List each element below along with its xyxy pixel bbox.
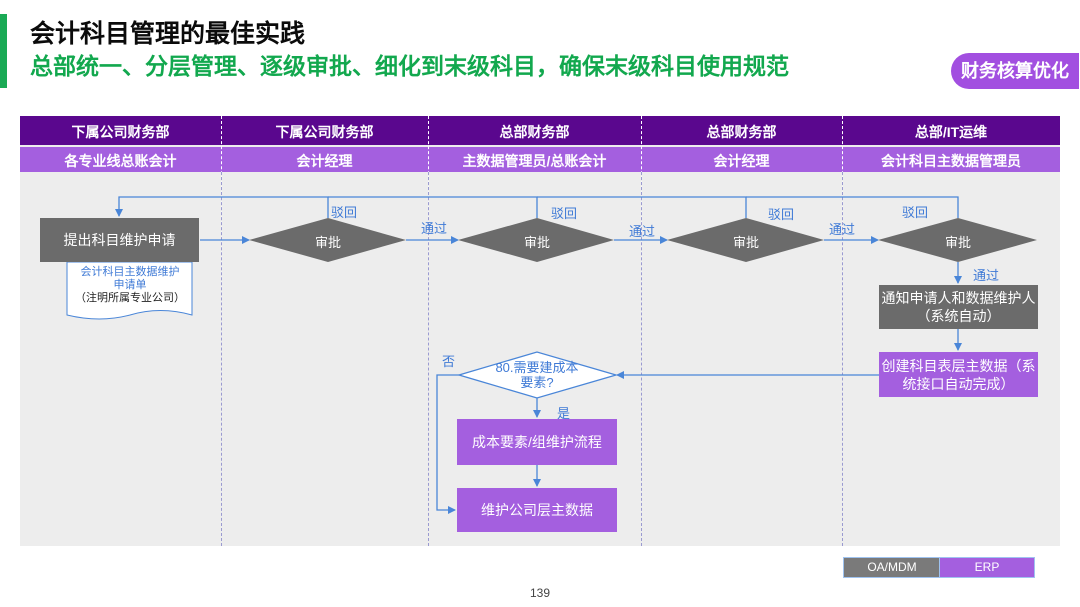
- approval-diamond: [458, 218, 614, 262]
- approve-label-2: 审批: [523, 235, 550, 250]
- reject-label: 驳回: [331, 205, 358, 220]
- doc-note: （注明所属专业公司）: [75, 292, 185, 304]
- approval-diamond: [667, 218, 824, 262]
- lane-1-dept: 下属公司财务部: [71, 124, 170, 140]
- submit-request-box: 提出科目维护申请: [40, 218, 199, 262]
- pass-label: 通过: [629, 224, 656, 239]
- decision-diamond: [456, 351, 619, 399]
- lane-divider: [641, 172, 642, 546]
- lane-divider: [221, 172, 222, 546]
- decision-label: 80.需要建成本要素?: [495, 360, 579, 390]
- category-badge: 财务核算优化: [951, 53, 1079, 89]
- role-header-row: [20, 147, 1060, 172]
- page-title: 会计科目管理的最佳实践: [30, 20, 306, 48]
- lane-2-role: 会计经理: [296, 153, 353, 169]
- approval-diamond: [249, 218, 406, 262]
- approve-label-1: 审批: [314, 235, 341, 250]
- approve-label-3: 审批: [732, 235, 759, 250]
- approval-diamond: [878, 218, 1037, 262]
- lane-5-role: 会计科目主数据管理员: [881, 153, 1021, 169]
- lane-5-dept: 总部/IT运维: [914, 124, 988, 140]
- lane-4-role: 会计经理: [713, 153, 770, 169]
- pass-label: 通过: [829, 222, 856, 237]
- reject-label: 驳回: [768, 207, 795, 222]
- pass-label: 通过: [973, 268, 1000, 283]
- cost-element-flow-box: 成本要素/组维护流程: [457, 419, 617, 465]
- lane-4-dept: 总部财务部: [706, 124, 777, 140]
- reject-label: 驳回: [902, 205, 929, 220]
- pass-label: 通过: [421, 221, 448, 236]
- dept-header-row: [20, 116, 1060, 145]
- lane-2-dept: 下属公司财务部: [275, 124, 374, 140]
- reject-label: 驳回: [551, 206, 578, 221]
- lane-divider: [842, 172, 843, 546]
- document-shape: [66, 261, 193, 320]
- lane-3-dept: 总部财务部: [499, 124, 570, 140]
- legend-oa-mdm: OA/MDM: [843, 557, 941, 578]
- lane-3-role: 主数据管理员/总账会计: [462, 153, 607, 169]
- doc-title-line2: 申请单: [113, 279, 147, 291]
- no-label: 否: [442, 354, 456, 369]
- page-number: 139: [529, 586, 551, 600]
- lane-1-role: 各专业线总账会计: [64, 153, 177, 169]
- maintain-company-data-box: 维护公司层主数据: [457, 488, 617, 532]
- title-accent-bar: [0, 14, 7, 88]
- swimlane-panel: [20, 116, 1060, 546]
- create-master-data-box: 创建科目表层主数据（系统接口自动完成）: [879, 352, 1038, 397]
- notify-box: 通知申请人和数据维护人（系统自动）: [879, 285, 1038, 329]
- legend-erp: ERP: [939, 557, 1035, 578]
- yes-label: 是: [557, 406, 571, 421]
- lane-divider: [428, 172, 429, 546]
- doc-title-line1: 会计科目主数据维护: [80, 266, 180, 278]
- page-subtitle: 总部统一、分层管理、逐级审批、细化到末级科目，确保末级科目使用规范: [30, 53, 789, 79]
- approve-label-4: 审批: [944, 235, 971, 250]
